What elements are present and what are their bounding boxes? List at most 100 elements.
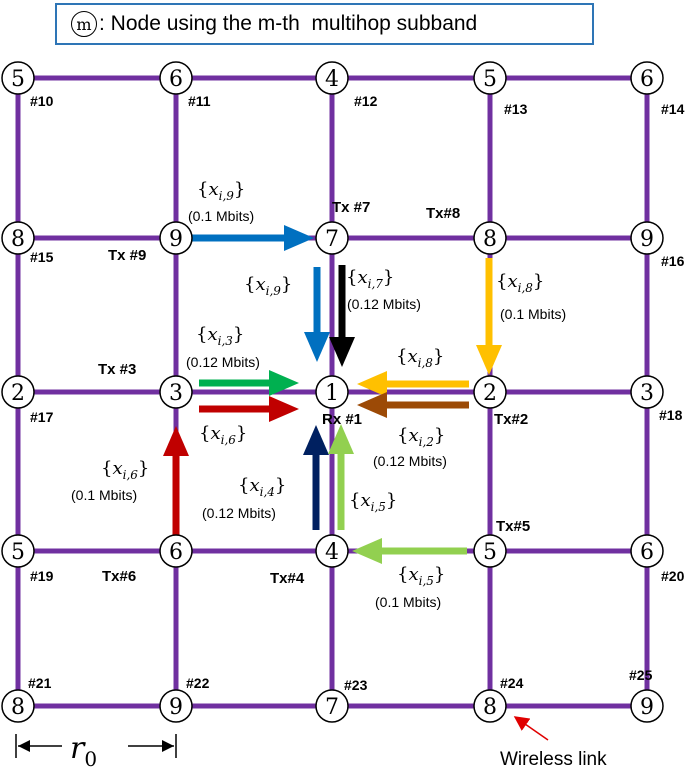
node-id-label: #10 <box>30 93 54 109</box>
node-circle <box>1 689 35 723</box>
node-id-label: #15 <box>30 249 54 265</box>
node-id-label: #24 <box>500 675 524 691</box>
svg-text:{xi,8}: {xi,8} <box>496 271 544 295</box>
node-subband-label: 5 <box>483 540 497 565</box>
distance-indicator: r0 <box>15 731 177 771</box>
network-node: 9#22 <box>159 675 210 723</box>
svg-text:{xi,5}: {xi,5} <box>349 490 397 514</box>
node-id-label: #17 <box>30 409 54 425</box>
node-circle <box>159 375 193 409</box>
flow-arrow-x6-up-head <box>163 426 189 456</box>
node-subband-label: 6 <box>169 540 183 565</box>
node-subband-label: 9 <box>169 227 183 252</box>
flow-arrow-x7-head <box>329 337 355 367</box>
flow-arrow-x2 <box>357 392 469 418</box>
network-node: 5#13 <box>473 61 528 117</box>
flow-label-x8-left: {xi,8} <box>396 346 444 370</box>
flow-label-x2: {xi,2} (0.12 Mbits) <box>373 425 447 469</box>
node-subband-label: 2 <box>11 381 25 406</box>
distance-arrowhead-left <box>18 740 30 752</box>
node-id-label: Tx #7 <box>332 199 370 216</box>
flow-arrow-x5-left <box>352 538 467 564</box>
node-circle <box>473 61 507 95</box>
network-node: 5Tx#5 <box>473 518 530 568</box>
node-circle <box>630 61 664 95</box>
flow-label-x9-left: {xi,9} <box>244 274 292 298</box>
flow-label-x6-right: {xi,6} <box>199 423 247 447</box>
node-circle <box>1 534 35 568</box>
node-circle <box>473 221 507 255</box>
node-subband-label: 1 <box>325 381 339 406</box>
network-node: 6#11 <box>159 61 211 109</box>
node-id-label: #12 <box>354 93 378 109</box>
node-id-label: #19 <box>30 568 54 584</box>
svg-text:{xi,9}: {xi,9} <box>244 274 292 298</box>
flow-arrow-x9-vertical <box>304 267 330 362</box>
node-circle <box>159 221 193 255</box>
flow-arrow-x3 <box>199 370 299 396</box>
legend-node-symbol-text: m <box>76 14 92 34</box>
flow-arrow-x4-head <box>303 425 329 455</box>
svg-text:(0.12 Mbits): (0.12 Mbits) <box>186 354 260 370</box>
network-node: 5#19 <box>1 534 54 584</box>
node-circle <box>315 221 349 255</box>
network-node: 4Tx#4 <box>270 534 349 587</box>
network-node: 9Tx #9 <box>108 221 193 264</box>
network-node: 4#12 <box>315 61 378 109</box>
flow-label-x3: {xi,3} (0.12 Mbits) <box>186 324 260 370</box>
node-id-label: Tx#8 <box>426 205 460 222</box>
svg-text:(0.12 Mbits): (0.12 Mbits) <box>373 453 447 469</box>
svg-text:{xi,5}: {xi,5} <box>397 564 445 588</box>
node-subband-label: 6 <box>169 67 183 92</box>
node-circle <box>315 375 349 409</box>
flow-arrow-x5-up <box>328 424 354 530</box>
flow-arrow-x8-down <box>476 258 502 375</box>
node-subband-label: 7 <box>325 227 339 252</box>
node-subband-label: 3 <box>169 381 183 406</box>
flow-label-x5-left: {xi,5} (0.1 Mbits) <box>375 564 445 610</box>
node-circle <box>159 689 193 723</box>
flow-label-x6-up: {xi,6} (0.1 Mbits) <box>71 458 149 503</box>
flow-arrow-x9-horizontal <box>190 225 314 251</box>
flow-arrow-x6-right <box>199 396 299 422</box>
flow-arrow-x8-left <box>357 371 469 397</box>
node-id-label: Tx#4 <box>270 570 305 587</box>
legend-box: m : Node using the m-th multihop subband <box>55 3 594 45</box>
network-node: 6#14 <box>630 61 685 117</box>
node-circle <box>315 689 349 723</box>
svg-text:{xi,6}: {xi,6} <box>101 458 149 482</box>
node-circle <box>315 534 349 568</box>
network-node: 6Tx#6 <box>102 534 193 585</box>
network-node: 8 Tx#8 <box>426 205 507 255</box>
network-node: 6#20 <box>630 534 685 584</box>
node-subband-label: 6 <box>640 540 654 565</box>
node-id-label: #22 <box>186 675 210 691</box>
node-subband-label: 5 <box>11 67 25 92</box>
svg-text:{xi,8}: {xi,8} <box>396 346 444 370</box>
svg-text:{xi,4}: {xi,4} <box>238 475 286 499</box>
network-node: 2 #17 <box>1 375 54 425</box>
svg-text:(0.12 Mbits): (0.12 Mbits) <box>347 296 421 312</box>
flow-arrow-x4 <box>303 425 329 530</box>
wireless-link-annotation: Wireless link <box>500 716 607 770</box>
node-subband-label: 9 <box>640 227 654 252</box>
node-circle <box>630 221 664 255</box>
node-id-label: #13 <box>504 101 528 117</box>
svg-text:(0.12 Mbits): (0.12 Mbits) <box>202 505 276 521</box>
network-node: 1Rx #1 <box>315 375 362 428</box>
node-id-label: Tx#2 <box>494 411 528 428</box>
node-subband-label: 6 <box>640 67 654 92</box>
node-subband-label: 7 <box>325 695 339 720</box>
legend-node-symbol: m <box>71 11 97 37</box>
node-id-label: #18 <box>659 407 683 423</box>
node-subband-label: 9 <box>169 695 183 720</box>
node-subband-label: 8 <box>483 227 497 252</box>
distance-arrowhead-right <box>162 740 174 752</box>
svg-text:{xi,6}: {xi,6} <box>199 423 247 447</box>
flow-arrows <box>163 225 502 564</box>
flow-label-x5-up: {xi,5} <box>349 490 397 514</box>
node-subband-label: 8 <box>11 695 25 720</box>
node-id-label: #21 <box>28 675 52 691</box>
node-circle <box>159 61 193 95</box>
